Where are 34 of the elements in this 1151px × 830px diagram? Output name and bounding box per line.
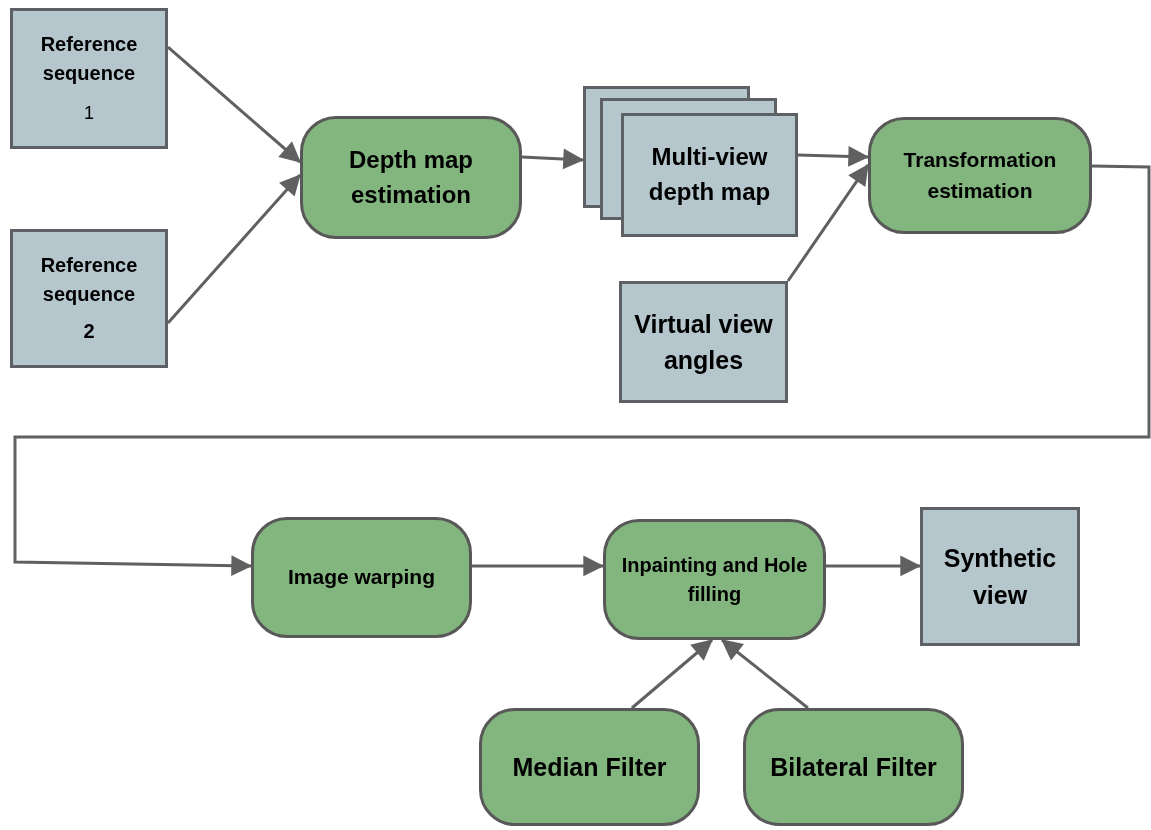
node-label: Reference sequence [39, 32, 139, 87]
process-box [743, 708, 964, 826]
arrow [786, 164, 870, 282]
arrow [630, 638, 713, 710]
process-box [868, 117, 1092, 234]
node-label: Virtual view angles [633, 308, 774, 376]
data-box [10, 229, 168, 368]
node-label: Depth map estimation [348, 144, 474, 210]
node-label: Median Filter [512, 751, 667, 783]
arrow [472, 555, 605, 577]
data-box [10, 8, 168, 149]
arrow [167, 45, 301, 164]
data-box [619, 281, 788, 403]
process-box [603, 519, 826, 640]
node-label: Inpainting and Hole filling [620, 552, 809, 607]
process-box [479, 708, 700, 826]
data-box [920, 507, 1080, 646]
node-label: 1 [84, 102, 94, 126]
process-box [251, 517, 472, 638]
node-label: Image warping [288, 564, 435, 591]
node-label: Multi-view depth map [647, 142, 772, 207]
data-box [621, 113, 798, 237]
node-label: Bilateral Filter [770, 751, 937, 783]
node-label: Synthetic view [942, 543, 1058, 611]
node-label: Reference sequence [39, 253, 139, 307]
arrow [166, 174, 302, 324]
node-label: Transformation estimation [902, 147, 1058, 204]
arrow [797, 146, 870, 167]
arrow [521, 148, 585, 170]
arrow [13, 164, 1151, 576]
node-label: 2 [83, 319, 95, 344]
arrow [721, 638, 809, 710]
process-box [300, 116, 522, 239]
arrow [826, 555, 922, 577]
